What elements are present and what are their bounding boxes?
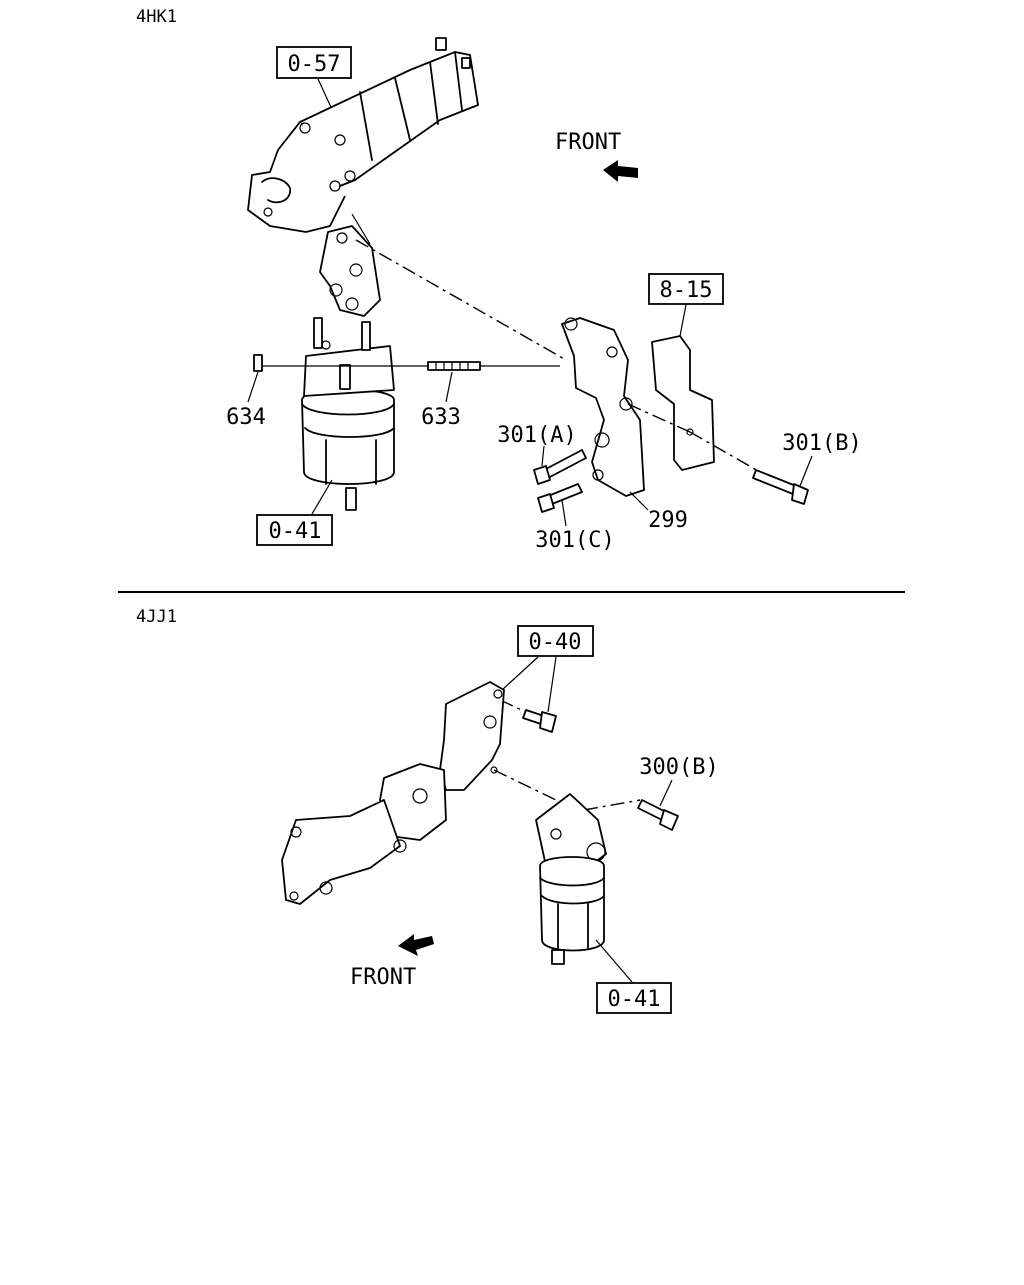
part-label-634: 634 [226,405,266,430]
engine-label-4jj1: 4JJ1 [136,607,177,627]
ref-box-0-57: 0-57 [276,46,352,79]
svg-text:8-15: 8-15 [660,278,713,303]
ref-box-8-15: 8-15 [648,273,724,305]
part-label-301b: 301(B) [782,431,861,456]
svg-text:0-40: 0-40 [529,630,582,655]
bolt-300b [637,799,679,831]
part-label-299: 299 [648,508,688,533]
fuel-filter-bottom [535,793,607,965]
ref-box-0-41-top: 0-41 [256,514,333,546]
front-label-bottom: FRONT [350,965,416,990]
part-label-301a: 301(A) [497,423,576,448]
part-label-633: 633 [421,405,461,430]
engine-label-4hk1: 4HK1 [136,7,177,27]
part-label-300b: 300(B) [639,755,718,780]
stud-633 [427,361,481,371]
ref-box-0-41-bottom: 0-41 [596,982,672,1014]
intake-pipe-assembly [247,37,479,233]
filter-bracket-299 [561,317,645,497]
engine-mount-bracket [319,213,381,317]
bolt-301a [533,449,587,485]
front-arrow-top-icon [603,160,638,182]
bolt-301c [537,483,583,513]
part-label-301c: 301(C) [535,528,614,553]
svg-text:0-41: 0-41 [608,987,661,1012]
svg-text:0-41: 0-41 [269,519,322,544]
bolt-301b [752,469,809,505]
svg-text:0-57: 0-57 [288,52,341,77]
front-arrow-bottom-icon [398,934,434,956]
engine-bracket-assembly-bottom [281,681,505,905]
plate-8-15 [651,335,715,471]
front-label-top: FRONT [555,130,621,155]
fuel-filter-top [301,317,395,511]
nut-634 [253,354,263,372]
bolt-0-40 [522,709,557,733]
ref-box-0-40: 0-40 [517,625,594,657]
